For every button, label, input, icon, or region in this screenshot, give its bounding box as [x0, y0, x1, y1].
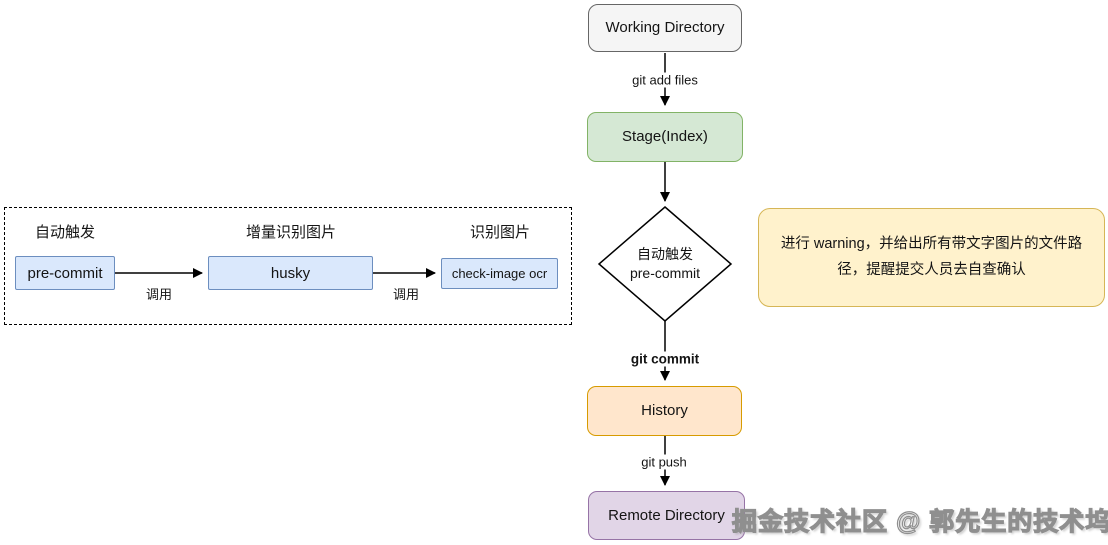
watermark-text: 掘金技术社区 @ 郭先生的技术坞 — [731, 507, 1108, 536]
edge-label-git-commit: git commit — [626, 351, 704, 367]
pipeline-caption-trigger: 自动触发 — [34, 224, 96, 241]
edge-label-call-1: 调用 — [145, 287, 173, 302]
warning-note: 进行 warning，并给出所有带文字图片的文件路径，提醒提交人员去自查确认 — [758, 208, 1105, 307]
flow-node-stage-index: Stage(Index) — [587, 112, 743, 162]
flow-node-remote-directory: Remote Directory — [588, 491, 745, 540]
edge-label-git-push: git push — [637, 454, 691, 470]
edge-label-git-add-files: git add files — [628, 72, 702, 88]
pipeline-caption-incremental: 增量识别图片 — [245, 224, 337, 241]
decision-line-1: 自动触发 — [637, 246, 693, 263]
pipeline-node-check-image-ocr: check-image ocr — [441, 258, 558, 289]
pipeline-node-pre-commit: pre-commit — [15, 256, 115, 290]
flow-node-history: History — [587, 386, 742, 436]
edge-label-call-2: 调用 — [392, 287, 420, 302]
flow-node-decision: 自动触发 pre-commit — [605, 245, 725, 283]
decision-diamond-shape — [597, 206, 733, 322]
pipeline-node-husky: husky — [208, 256, 373, 290]
flow-node-working-directory: Working Directory — [588, 4, 742, 52]
pipeline-group-frame — [4, 207, 572, 325]
pipeline-caption-recognize: 识别图片 — [469, 224, 531, 241]
decision-line-2: pre-commit — [629, 265, 700, 281]
